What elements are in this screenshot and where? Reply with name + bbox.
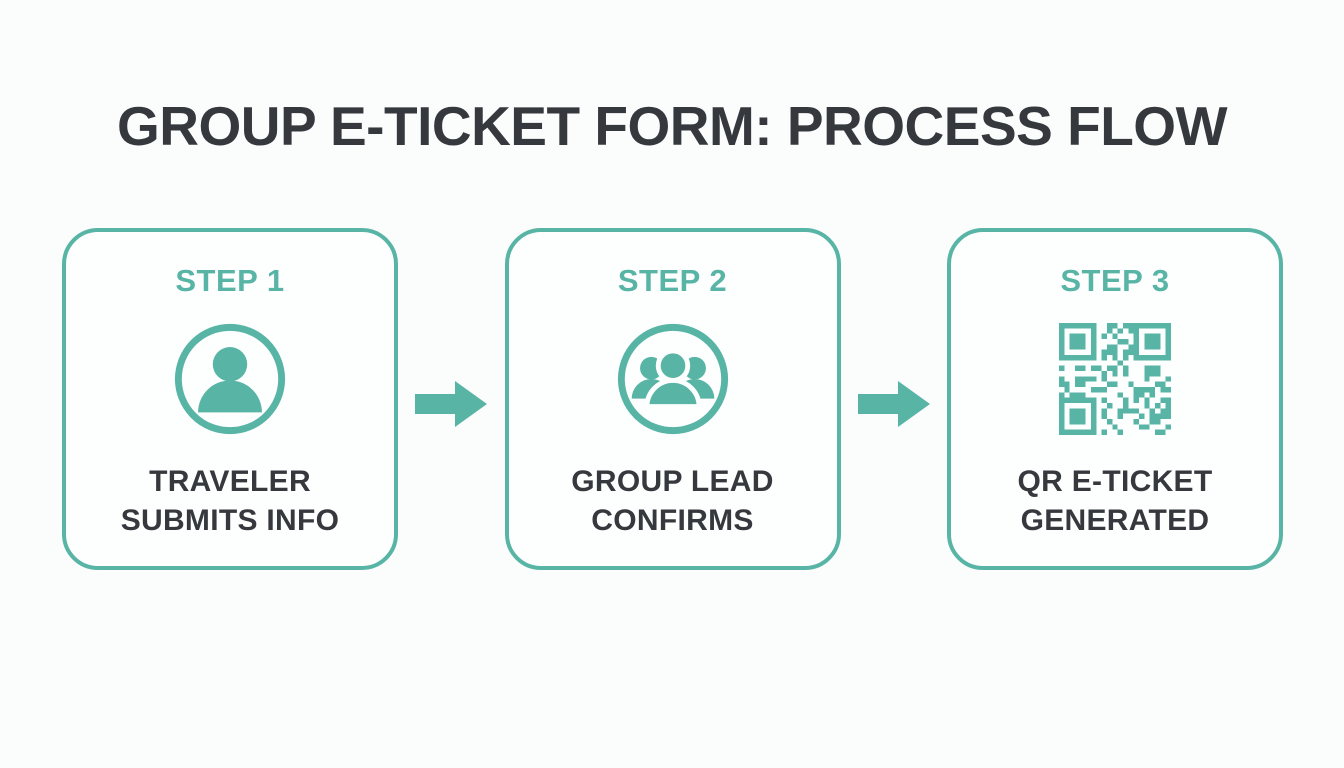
person-icon xyxy=(171,320,289,438)
step-2-caption: GROUP LEAD CONFIRMS xyxy=(571,462,773,540)
step-2-label: STEP 2 xyxy=(617,263,728,298)
caption-line-2: CONFIRMS xyxy=(591,504,754,537)
connector-1 xyxy=(398,228,505,570)
arrow-right-icon xyxy=(857,381,930,427)
step-1-caption: TRAVELER SUBMITS INFO xyxy=(121,462,340,540)
caption-line-1: QR E-TICKET xyxy=(1017,465,1213,498)
step-card-3: STEP 3 QR E-TICKET GENERATED xyxy=(947,228,1283,570)
step-card-1: STEP 1 TRAVELER SUBMITS INFO xyxy=(62,228,398,570)
arrow-right-icon xyxy=(415,381,488,427)
caption-line-1: TRAVELER xyxy=(149,465,311,498)
caption-line-1: GROUP LEAD xyxy=(571,465,774,498)
step-card-2: STEP 2 GROUP LEAD CONFIRMS xyxy=(504,228,841,570)
connector-2 xyxy=(841,228,948,570)
process-flow: STEP 1 TRAVELER SUBMITS INFO STEP 2 xyxy=(62,228,1283,570)
step-1-label: STEP 1 xyxy=(175,263,285,298)
step-3-caption: QR E-TICKET GENERATED xyxy=(1018,462,1213,540)
qr-code-icon xyxy=(1056,320,1174,438)
caption-line-2: GENERATED xyxy=(1020,504,1210,537)
group-icon xyxy=(614,320,732,438)
caption-line-2: SUBMITS INFO xyxy=(120,504,340,537)
page-title: GROUP E-TICKET FORM: PROCESS FLOW xyxy=(117,95,1227,157)
step-3-label: STEP 3 xyxy=(1060,263,1170,298)
